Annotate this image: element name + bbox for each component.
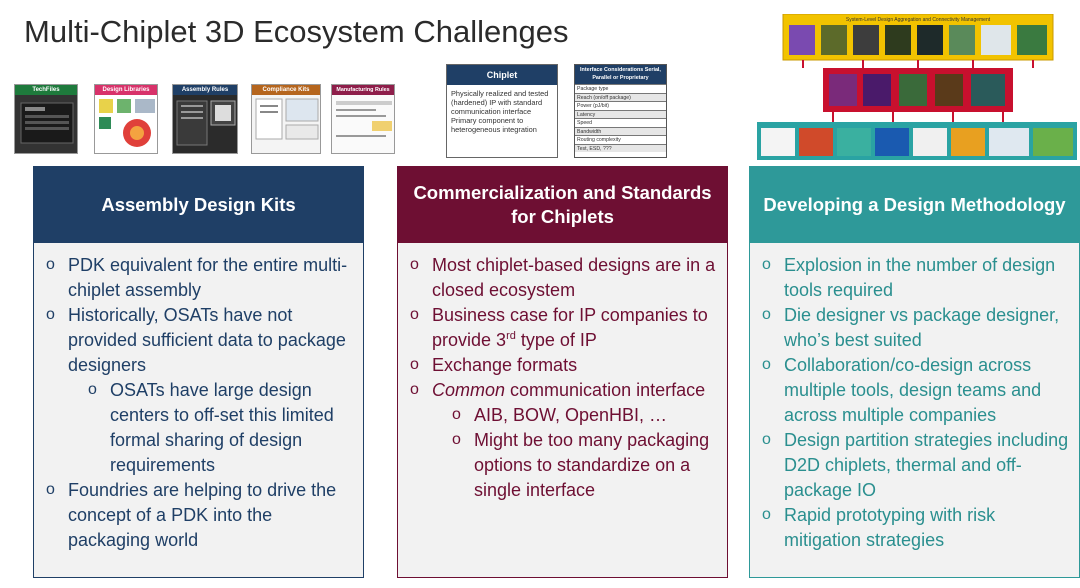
manufacturing-rules-thumbnail: Manufacturing Rules bbox=[331, 84, 395, 154]
bullet-item: Explosion in the number of design tools … bbox=[760, 252, 1069, 303]
slide-title: Multi-Chiplet 3D Ecosystem Challenges bbox=[24, 14, 569, 49]
commercialization-standards-column: Commercialization and Standards for Chip… bbox=[397, 166, 728, 578]
interface-table-row: Bandwidth bbox=[575, 126, 666, 135]
column-heading: Assembly Design Kits bbox=[33, 166, 364, 243]
thumbnail-label: TechFiles bbox=[15, 85, 77, 95]
compliance-kits-thumbnail: Compliance Kits bbox=[251, 84, 321, 154]
bullet-item: Collaboration/co-design across multiple … bbox=[760, 352, 1069, 428]
assembly-rules-thumbnail: Assembly Rules bbox=[172, 84, 238, 154]
column-heading: Developing a Design Methodology bbox=[749, 166, 1080, 243]
assembly-design-kits-column: Assembly Design Kits PDK equivalent for … bbox=[33, 166, 364, 578]
chiplet-description: Physically realized and tested (hardened… bbox=[451, 89, 549, 134]
manufacturing-rules-image bbox=[336, 101, 392, 137]
design-methodology-column: Developing a Design Methodology Explosio… bbox=[749, 166, 1080, 578]
thumbnail-label: Design Libraries bbox=[95, 85, 157, 95]
sub-bullet-item: AIB, BOW, OpenHBI, … bbox=[408, 402, 717, 428]
bullet-item: Design partition strategies including D2… bbox=[760, 427, 1069, 503]
thumbnail-label: Compliance Kits bbox=[252, 85, 320, 95]
bullet-item: Business case for IP companies to provid… bbox=[408, 302, 717, 353]
assembly-rules-image bbox=[176, 100, 236, 146]
column-panel: Most chiplet-based designs are in a clos… bbox=[397, 243, 728, 578]
thumbnail-label: Manufacturing Rules bbox=[332, 85, 394, 95]
bullet-item: Common communication interface bbox=[408, 377, 717, 403]
bullet-item: Exchange formats bbox=[408, 352, 717, 378]
interface-table-row: Routing complexity bbox=[575, 135, 666, 144]
column-heading: Commercialization and Standards for Chip… bbox=[397, 166, 728, 243]
bullet-list: Explosion in the number of design tools … bbox=[760, 252, 1069, 553]
interface-table-row: Power (pJ/bit) bbox=[575, 101, 666, 110]
column-panel: PDK equivalent for the entire multi-chip… bbox=[33, 243, 364, 578]
thumbnail-label: Assembly Rules bbox=[173, 85, 237, 95]
design-libraries-thumbnail: Design Libraries bbox=[94, 84, 158, 154]
tools-banner-label: System-Level Design Aggregation and Conn… bbox=[846, 17, 991, 23]
design-tools-diagram: System-Level Design Aggregation and Conn… bbox=[757, 13, 1077, 160]
bullet-item: PDK equivalent for the entire multi-chip… bbox=[44, 252, 353, 303]
column-panel: Explosion in the number of design tools … bbox=[749, 243, 1080, 578]
sub-bullet-item: OSATs have large design centers to off-s… bbox=[44, 377, 353, 478]
sub-bullet-item: Might be too many packaging options to s… bbox=[408, 427, 717, 503]
bullet-item: Most chiplet-based designs are in a clos… bbox=[408, 252, 717, 303]
design-libraries-image bbox=[99, 99, 155, 147]
techfiles-thumbnail: TechFiles bbox=[14, 84, 78, 154]
bullet-list: Most chiplet-based designs are in a clos… bbox=[408, 252, 717, 503]
bullet-item: Rapid prototyping with risk mitigation s… bbox=[760, 502, 1069, 553]
bullet-list: PDK equivalent for the entire multi-chip… bbox=[44, 252, 353, 553]
interface-table-row: Latency bbox=[575, 109, 666, 118]
interface-table-row: Test, ESD, ??? bbox=[575, 143, 666, 152]
techfiles-image bbox=[20, 102, 74, 144]
bullet-item: Foundries are helping to drive the conce… bbox=[44, 477, 353, 553]
interface-table-row: Package type bbox=[575, 84, 666, 93]
chiplet-definition-box: Chiplet Physically realized and tested (… bbox=[446, 64, 558, 158]
interface-table-row: Speed bbox=[575, 118, 666, 127]
design-tools-graphic: System-Level Design Aggregation and Conn… bbox=[753, 13, 1079, 162]
interface-considerations-table: Interface Considerations Serial, Paralle… bbox=[574, 64, 667, 158]
interface-table-header: Interface Considerations Serial, Paralle… bbox=[575, 65, 666, 84]
chiplet-header: Chiplet bbox=[447, 65, 557, 85]
compliance-kits-image bbox=[255, 98, 319, 140]
bullet-item: Die designer vs package designer, who’s … bbox=[760, 302, 1069, 353]
bullet-item: Historically, OSATs have not provided su… bbox=[44, 302, 353, 378]
interface-table-row: Reach (on/off package) bbox=[575, 92, 666, 101]
